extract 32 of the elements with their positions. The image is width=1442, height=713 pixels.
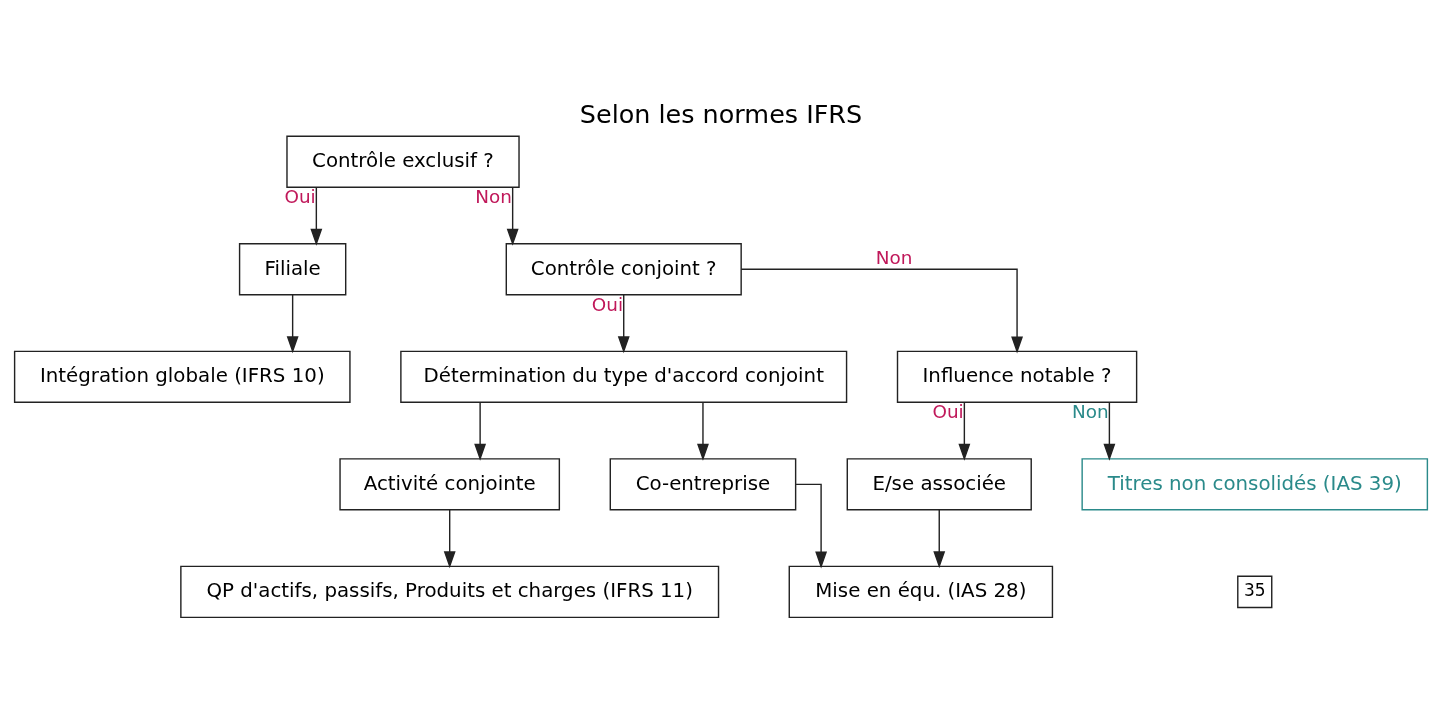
node-box: Titres non consolidés (IAS 39) (1081, 457, 1429, 510)
arrow (443, 508, 456, 568)
arrow (933, 508, 946, 568)
arrow (506, 186, 519, 246)
arrow (286, 293, 299, 353)
label: 35 (1243, 579, 1266, 600)
edge-label: Non (1071, 400, 1109, 422)
arrow (1103, 401, 1116, 461)
edge-label: Oui (284, 185, 316, 207)
arrow (617, 293, 630, 353)
node-box: Mise en équ. (IAS 28) (788, 565, 1054, 618)
node-box: Contrôle conjoint ? (505, 242, 742, 295)
edge-label: Oui (591, 293, 624, 315)
node-box: Détermination du type d'accord conjoint (400, 350, 848, 403)
node-box: Contrôle exclusif ? (286, 135, 520, 188)
arrow (740, 268, 1023, 353)
edge-label: Non (875, 246, 913, 268)
node-box: Co-entreprise (609, 457, 797, 510)
node-box: Influence notable ? (896, 350, 1138, 403)
edge-label: Oui (932, 400, 964, 422)
node-box: Activité conjointe (339, 457, 561, 510)
node-box: E/se associée (846, 457, 1032, 510)
edge-label: Non (475, 185, 512, 207)
arrow (310, 186, 323, 246)
node-box: QP d'actifs, passifs, Produits et charges (IFRS 11) (180, 565, 720, 618)
node-box: Intégration globale (IFRS 10) (13, 350, 351, 403)
node-box: Filiale (238, 242, 347, 295)
diagram-title: Selon les normes IFRS (579, 98, 863, 129)
arrow (697, 401, 709, 461)
arrow (958, 401, 971, 461)
arrow (474, 401, 487, 461)
arrow (795, 483, 828, 569)
